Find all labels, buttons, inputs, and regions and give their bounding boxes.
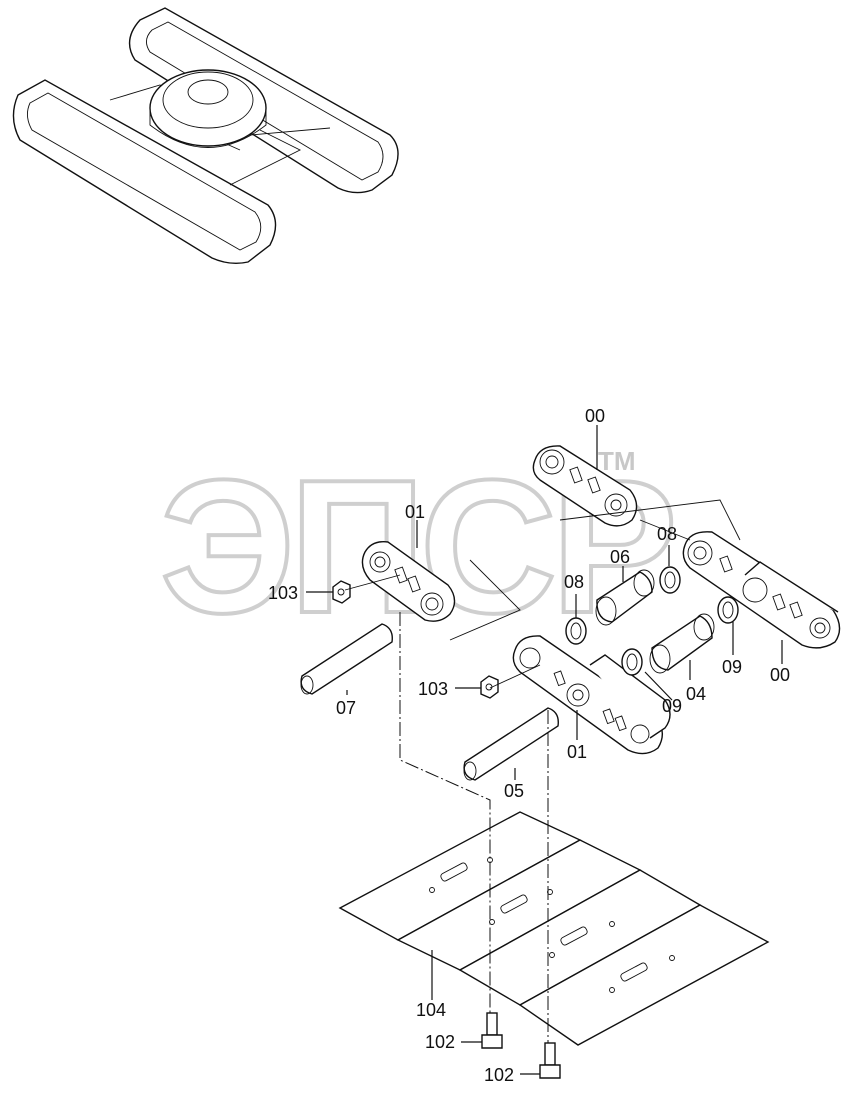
label-08-right: 08 bbox=[657, 524, 677, 544]
label-102-upper: 102 bbox=[425, 1032, 455, 1052]
label-00-right: 00 bbox=[770, 665, 790, 685]
track-link-00-right bbox=[682, 531, 841, 649]
seal-08-left bbox=[565, 617, 587, 645]
nut-103-lower bbox=[480, 675, 499, 699]
bolt-102-lower bbox=[539, 1042, 561, 1079]
seal-08-right bbox=[659, 566, 681, 594]
bolt-102-upper bbox=[481, 1012, 503, 1049]
track-link-01-upper bbox=[361, 541, 456, 622]
seal-09-right bbox=[717, 596, 739, 624]
label-103-left: 103 bbox=[268, 583, 298, 603]
seal-09-left bbox=[621, 648, 643, 676]
swing-bearing bbox=[149, 69, 267, 148]
label-08-left: 08 bbox=[564, 572, 584, 592]
bushing-04 bbox=[649, 613, 715, 674]
trademark-mark: TM bbox=[598, 446, 636, 476]
label-103-mid: 103 bbox=[418, 679, 448, 699]
label-09-right: 09 bbox=[722, 657, 742, 677]
label-09-left: 09 bbox=[662, 696, 682, 716]
label-04: 04 bbox=[686, 684, 706, 704]
label-01-top: 01 bbox=[405, 502, 425, 522]
label-01-bottom: 01 bbox=[567, 742, 587, 762]
label-00-top: 00 bbox=[585, 406, 605, 426]
part-labels: 00 00 01 01 103 103 07 05 08 08 06 04 09… bbox=[268, 406, 790, 1085]
leader-lines bbox=[306, 425, 783, 1075]
label-104: 104 bbox=[416, 1000, 446, 1020]
front-track bbox=[12, 79, 277, 265]
center-lines bbox=[344, 499, 741, 1043]
track-link-01-lower bbox=[512, 635, 671, 755]
label-05: 05 bbox=[504, 781, 524, 801]
undercarriage-overview bbox=[12, 7, 399, 265]
label-07: 07 bbox=[336, 698, 356, 718]
pin-07 bbox=[300, 623, 393, 695]
pin-05 bbox=[463, 707, 559, 781]
nut-103-upper bbox=[332, 580, 351, 604]
track-link-00-upper bbox=[532, 445, 638, 527]
label-06: 06 bbox=[610, 547, 630, 567]
bushing-06 bbox=[595, 569, 655, 626]
track-shoe-104 bbox=[338, 811, 770, 1046]
label-102-lower: 102 bbox=[484, 1065, 514, 1085]
